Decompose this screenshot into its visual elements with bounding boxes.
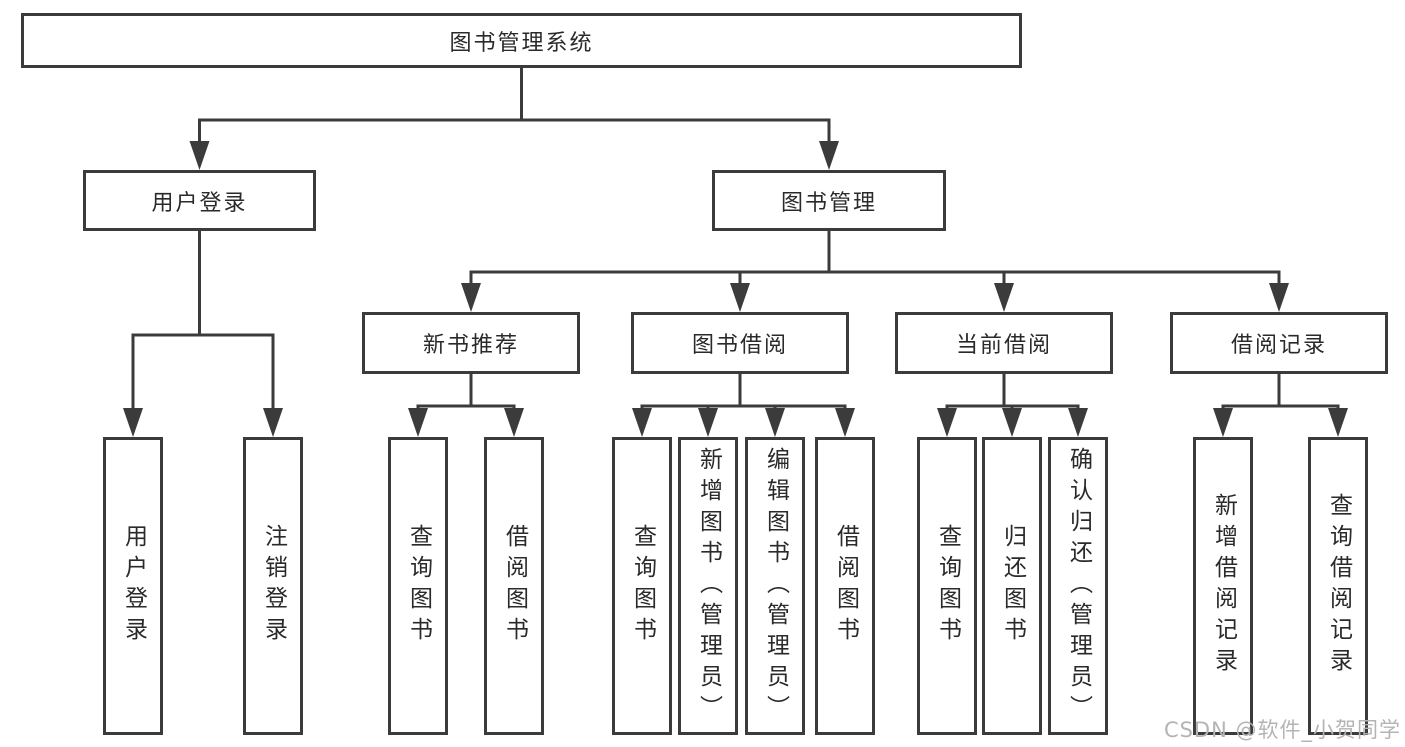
node-label: 查询图书 [629,524,656,648]
arrow-down-icon [1269,283,1289,312]
node-label: 图书管理系统 [449,30,594,56]
node-return-books: 归还图书 [982,437,1042,735]
node-label: 借阅图书 [501,524,528,648]
node-label: 归还图书 [999,524,1026,648]
node-book-management: 图书管理 [712,170,946,231]
arrow-down-icon [123,408,143,437]
node-borrowing-records: 借阅记录 [1170,312,1388,374]
node-label: 用户登录 [151,190,248,216]
node-current-borrowing: 当前借阅 [895,312,1113,374]
arrow-down-icon [937,408,957,437]
connector-newbook-to-leaves [416,374,516,433]
arrow-down-icon [765,408,785,437]
connector-borrow-to-leaves [640,374,847,433]
arrow-down-icon [461,283,481,312]
arrow-down-icon [1213,408,1233,437]
arrow-down-icon [632,408,652,437]
node-borrow-books: 借阅图书 [484,437,544,735]
node-edit-books-admin: 编辑图书（管理员） [745,437,805,735]
node-label: 编辑图书（管理员） [762,446,789,726]
node-label: 新增借阅记录 [1210,493,1237,679]
node-book-borrowing: 图书借阅 [631,312,849,374]
connector-root-to-level2 [198,66,831,166]
node-query-borrow-record: 查询借阅记录 [1308,437,1368,735]
arrow-down-icon [189,141,210,170]
arrow-down-icon [835,408,855,437]
connector-records-to-leaves [1221,374,1340,433]
node-query-books: 查询图书 [388,437,448,735]
node-label: 借阅记录 [1230,333,1327,358]
node-label: 查询借阅记录 [1325,493,1352,679]
arrow-down-icon [1002,408,1022,437]
node-label: 查询图书 [405,524,432,648]
arrow-down-icon [994,283,1014,312]
node-label: 当前借阅 [955,333,1052,358]
node-library-management-system: 图书管理系统 [21,13,1022,68]
node-user-login-group: 用户登录 [83,170,316,231]
node-label: 图书借阅 [691,333,788,358]
connector-bookmgmt-to-level3 [469,231,1281,308]
connector-userlogin-to-leaves [131,231,275,431]
node-label: 图书管理 [780,190,877,216]
arrow-down-icon [504,408,524,437]
node-borrow-books: 借阅图书 [815,437,875,735]
node-label: 确认归还（管理员） [1065,446,1092,726]
node-confirm-return-admin: 确认归还（管理员） [1048,437,1108,735]
node-add-books-admin: 新增图书（管理员） [678,437,738,735]
arrow-down-icon [730,283,750,312]
node-query-books: 查询图书 [612,437,672,735]
arrow-down-icon [1068,408,1088,437]
node-label: 新增图书（管理员） [695,446,722,726]
csdn-watermark: CSDN @软件_小贺同学 [1163,718,1401,742]
node-label: 新书推荐 [422,333,519,358]
node-label: 借阅图书 [832,524,859,648]
node-label: 查询图书 [934,524,961,648]
node-new-book-recommendation: 新书推荐 [362,312,580,374]
arrow-down-icon [1328,408,1348,437]
arrowheads [123,141,1348,437]
node-label: 用户登录 [120,524,147,648]
arrow-down-icon [698,408,718,437]
node-add-borrow-record: 新增借阅记录 [1193,437,1253,735]
arrow-down-icon [408,408,428,437]
node-user-login: 用户登录 [103,437,163,735]
node-label: 注销登录 [260,524,287,648]
node-user-logout: 注销登录 [243,437,303,735]
arrow-down-icon [263,408,283,437]
arrow-down-icon [819,141,839,170]
node-query-books: 查询图书 [917,437,977,735]
